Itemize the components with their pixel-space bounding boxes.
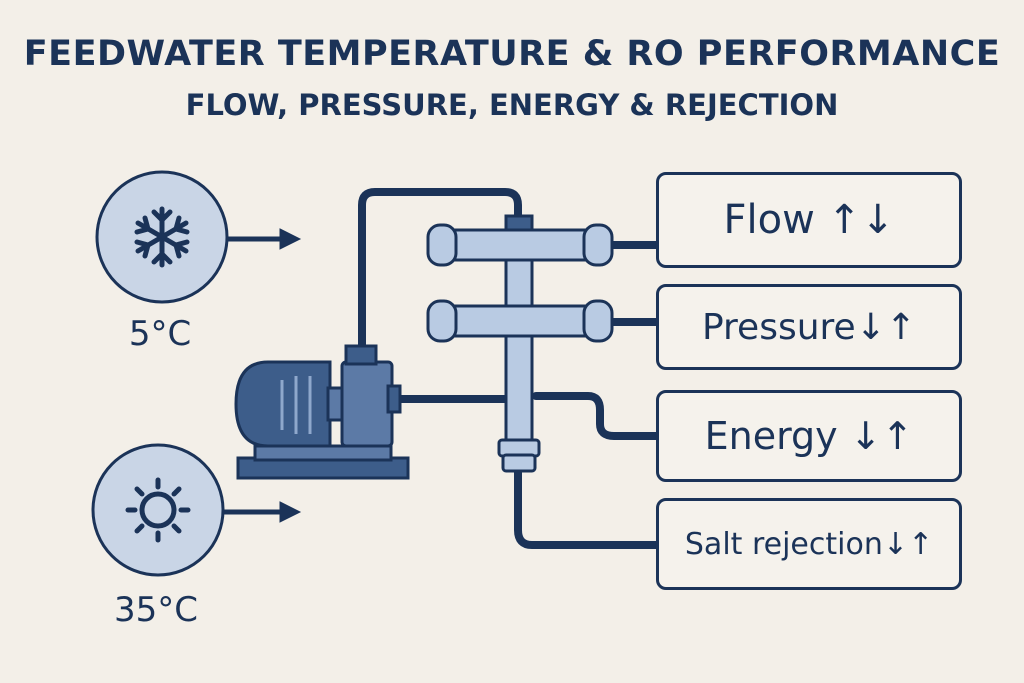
diagram-subtitle: FLOW, PRESSURE, ENERGY & REJECTION bbox=[185, 88, 839, 122]
warm-arrow bbox=[223, 501, 302, 523]
energy-connector bbox=[532, 392, 660, 440]
energy-label: Energy ↓↑ bbox=[704, 414, 914, 458]
pipe-network bbox=[358, 188, 660, 549]
warm-temperature-label: 35°C bbox=[113, 590, 198, 630]
cold-temperature-label: 5°C bbox=[128, 314, 192, 354]
diagram-title: FEEDWATER TEMPERATURE & RO PERFORMANCE bbox=[23, 34, 1001, 74]
pressure-box: Pressure↓↑ bbox=[656, 284, 962, 370]
sun-icon bbox=[125, 477, 191, 543]
rejection-connector bbox=[514, 466, 660, 549]
salt-rejection-box: Salt rejection↓↑ bbox=[656, 498, 962, 590]
cold-arrow bbox=[227, 228, 302, 250]
membrane-vessel-bottom bbox=[426, 299, 614, 343]
snowflake-icon bbox=[134, 206, 190, 268]
vertical-header-pipe bbox=[497, 230, 541, 473]
feed-pipe-top bbox=[358, 188, 522, 352]
energy-box: Energy ↓↑ bbox=[656, 390, 962, 482]
flow-label: Flow ↑↓ bbox=[723, 197, 895, 243]
salt-rejection-label: Salt rejection↓↑ bbox=[684, 526, 934, 562]
cold-input bbox=[95, 170, 302, 304]
pressure-label: Pressure↓↑ bbox=[701, 306, 917, 348]
flow-box: Flow ↑↓ bbox=[656, 172, 962, 268]
warm-input bbox=[91, 443, 302, 577]
pump-icon bbox=[234, 344, 410, 480]
membrane-vessel-top bbox=[426, 214, 614, 267]
